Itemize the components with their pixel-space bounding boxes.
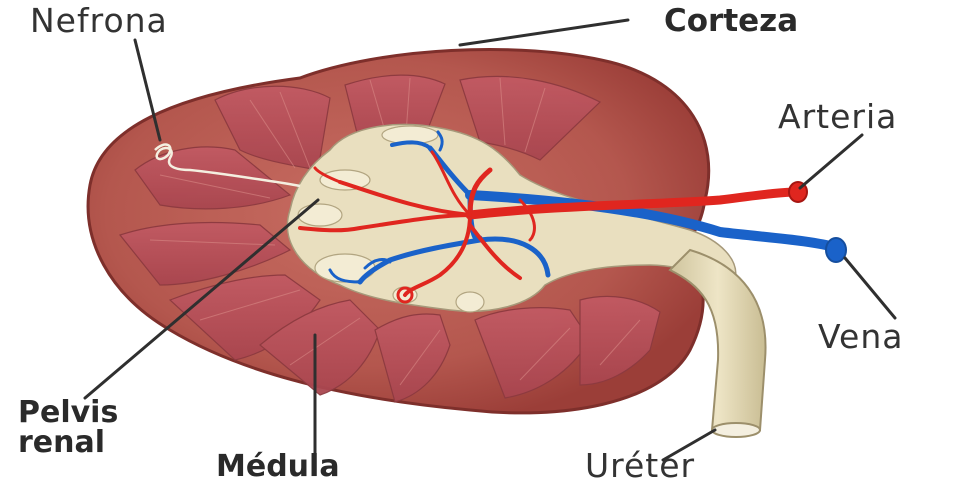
label-arteria: Arteria [778, 100, 897, 133]
label-corteza: Corteza [664, 6, 798, 37]
label-pelvis-line1: Pelvis [18, 398, 118, 428]
ureter-opening [712, 423, 760, 437]
label-pelvis-line2: renal [18, 428, 105, 458]
leader-arteria [800, 135, 862, 188]
label-nefrona: Nefrona [30, 4, 168, 37]
label-ureter: Uréter [585, 449, 695, 482]
leader-corteza [460, 20, 628, 45]
label-medula: Médula [216, 452, 340, 482]
leader-vena [845, 258, 895, 318]
label-vena: Vena [818, 320, 903, 353]
